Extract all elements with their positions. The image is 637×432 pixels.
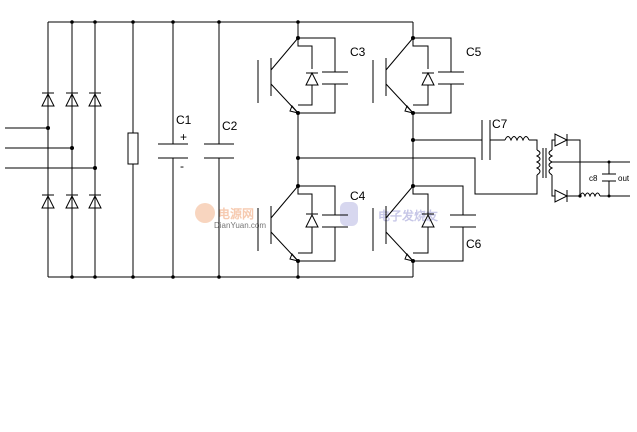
output-label: out [618, 174, 630, 183]
c2-label: C2 [222, 119, 238, 133]
diode-icon [41, 194, 55, 209]
diode-icon [305, 213, 319, 228]
c4-label: C4 [350, 189, 366, 203]
elecfans-logo-icon [340, 202, 358, 226]
inductor-icon [579, 192, 601, 198]
bleeder-resistor [127, 22, 139, 277]
c1-minus-sign: - [180, 159, 184, 173]
c6-label: C6 [466, 237, 482, 251]
igbt-q2: C4 [257, 185, 366, 262]
diode-icon [554, 133, 569, 147]
capacitor-c1: C1 + - [158, 22, 192, 277]
igbt-q1: C3 [257, 37, 366, 114]
rectifier-bridge [41, 22, 102, 277]
rail-junctions [70, 20, 300, 279]
c8-label: c8 [589, 174, 598, 183]
watermark-brand2-cn: 电子发烧友 [378, 208, 438, 223]
c7-label: C7 [492, 117, 508, 131]
diode-icon [88, 194, 102, 209]
resistor-icon [127, 132, 139, 165]
igbt-q4: C6 [372, 185, 482, 262]
c1-plus-sign: + [180, 130, 187, 144]
transformer-secondary-icon [548, 149, 554, 176]
diode-icon [305, 71, 319, 86]
diode-icon [421, 71, 435, 86]
watermark-dianyuan: 电源网 DianYuan.com [195, 203, 266, 230]
inverter-leg-right [411, 22, 415, 277]
dianyuan-logo-icon [195, 203, 215, 223]
inverter-leg-left [296, 22, 300, 277]
c5-label: C5 [466, 45, 482, 59]
diode-icon [554, 189, 569, 203]
inductor-icon [504, 136, 530, 142]
c3-label: C3 [350, 45, 366, 59]
capacitor-c2: C2 [204, 22, 238, 277]
diode-icon [88, 92, 102, 107]
watermark-elecfans: 电子发烧友 [340, 202, 438, 226]
transformer-primary-icon [535, 149, 541, 176]
diode-icon [41, 92, 55, 107]
output-stage: C7 c8 out [298, 117, 630, 203]
c1-label: C1 [176, 113, 192, 127]
diode-icon [65, 194, 79, 209]
watermark-brand-cn: 电源网 [218, 206, 254, 221]
igbt-q3: C5 [372, 37, 482, 114]
watermark-brand-en: DianYuan.com [214, 221, 266, 230]
diode-icon [65, 92, 79, 107]
